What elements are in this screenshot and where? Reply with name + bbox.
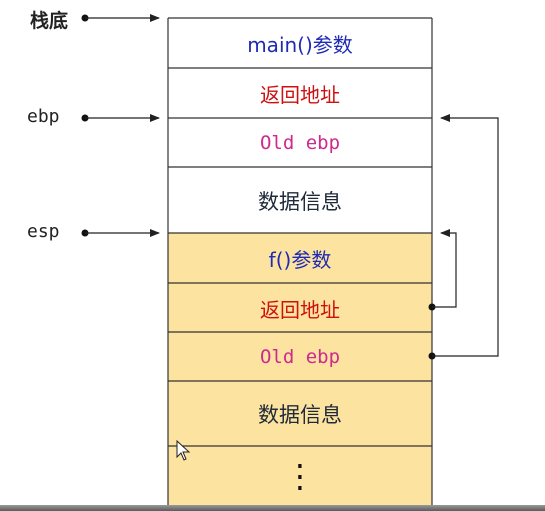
esp-pointer xyxy=(81,229,160,237)
ebp-label: ebp xyxy=(27,106,60,127)
main-return-address-label: 返回地址 xyxy=(260,83,340,107)
vertical-ellipsis: ⋮ xyxy=(284,457,316,495)
f-old-ebp-cell: Old ebp xyxy=(168,333,432,381)
row-separators xyxy=(168,67,432,447)
main-data-label: 数据信息 xyxy=(258,189,342,214)
bottom-edge-bar xyxy=(0,505,545,511)
f-params-cell: f()参数 xyxy=(168,234,432,283)
f-return-address-label: 返回地址 xyxy=(260,297,340,322)
continuation-cell: ⋮ xyxy=(168,447,432,505)
main-data-cell: 数据信息 xyxy=(168,168,432,233)
f-old-ebp-label: Old ebp xyxy=(259,346,341,368)
stack-bottom-label: 栈底 xyxy=(30,10,69,32)
ebp-pointer xyxy=(81,114,160,122)
f-frame-background xyxy=(168,233,432,505)
old-ebp-link xyxy=(428,114,499,360)
stack-bottom-pointer xyxy=(81,14,160,22)
main-return-address-cell: 返回地址 xyxy=(168,69,432,118)
esp-label: esp xyxy=(27,221,60,242)
f-data-label: 数据信息 xyxy=(258,403,342,427)
main-params-label: main()参数 xyxy=(247,33,353,57)
f-params-label: f()参数 xyxy=(268,248,332,272)
main-old-ebp-label: Old ebp xyxy=(259,132,341,154)
main-params-cell: main()参数 xyxy=(168,19,432,68)
f-return-address-cell: 返回地址 xyxy=(168,284,432,332)
mouse-cursor-icon xyxy=(176,439,191,461)
f-data-cell: 数据信息 xyxy=(168,382,432,446)
main-old-ebp-cell: Old ebp xyxy=(168,119,432,167)
ret-addr-link xyxy=(428,229,457,311)
